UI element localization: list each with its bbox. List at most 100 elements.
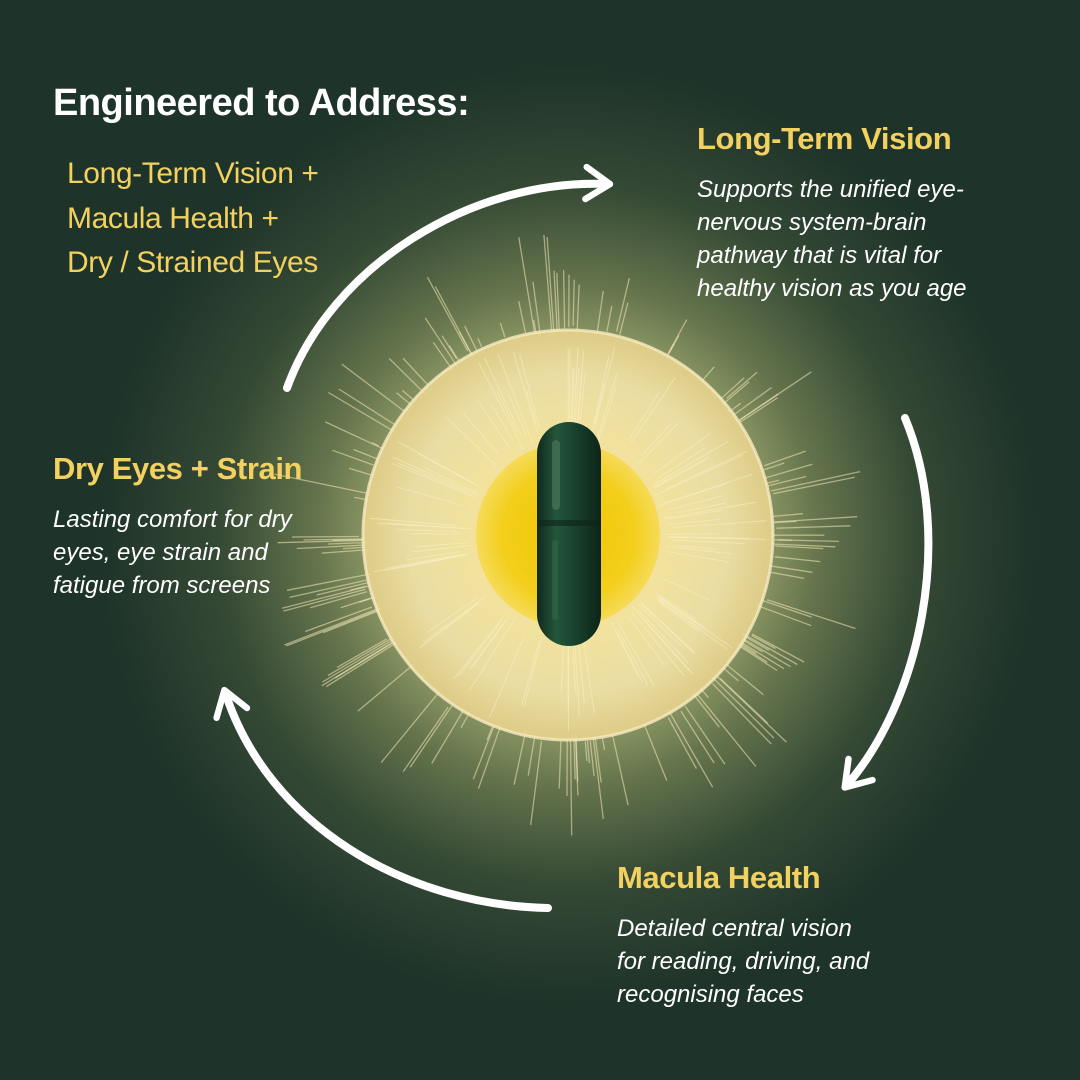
iris-fibre (665, 550, 730, 563)
iris-ray (763, 463, 813, 480)
iris-ray (774, 556, 821, 563)
iris-fibre (597, 372, 618, 438)
iris-fibre (454, 615, 505, 679)
iris-ray (739, 397, 778, 423)
iris-fibre (443, 414, 497, 466)
iris-ray (726, 664, 764, 696)
iris-ray (338, 388, 397, 427)
iris-ray (771, 513, 804, 518)
iris-ray (340, 596, 374, 609)
iris-ray (342, 546, 363, 550)
iris-ray (518, 237, 536, 333)
iris-ray (760, 599, 812, 618)
iris-fibre (628, 616, 666, 666)
iris-fibre (424, 467, 477, 493)
iris-ray (296, 544, 367, 550)
capsule-icon (537, 422, 601, 646)
iris-ray (396, 392, 412, 406)
iris-fibre (593, 346, 616, 430)
iris-ray (767, 475, 807, 487)
iris-fibre (412, 544, 473, 553)
benefit-title: Macula Health (617, 860, 821, 895)
iris-ray (562, 270, 566, 329)
benefit-dry-eyes: Dry Eyes + Strain Lasting comfort for dr… (53, 451, 373, 602)
iris-ray (701, 366, 715, 382)
iris-ray (424, 317, 459, 368)
iris-ray (712, 683, 772, 745)
iris-ray (426, 276, 469, 352)
iris-fibre (512, 352, 539, 434)
iris-fibre (641, 424, 671, 456)
iris-fibre (573, 346, 579, 429)
iris-ray (763, 462, 785, 471)
focus-area-item: Long-Term Vision + (67, 157, 319, 190)
iris-ray (434, 286, 473, 356)
iris-fibre (657, 597, 702, 631)
curved-arrow-icon (283, 163, 614, 392)
iris-ray (277, 539, 364, 544)
iris-fibre (667, 518, 721, 526)
iris-ray (328, 391, 396, 433)
iris-fibre (469, 614, 511, 670)
iris-fibre (392, 456, 479, 496)
iris-ray (380, 689, 442, 763)
iris-ray (680, 710, 715, 764)
iris-fibre (583, 640, 595, 714)
iris-ray (763, 450, 806, 467)
iris-fibre (652, 456, 709, 489)
iris-ray (348, 467, 374, 477)
iris-ray (402, 706, 449, 772)
benefit-long-term-vision: Long-Term Vision Supports the unified ey… (697, 121, 1067, 305)
iris-fibre (668, 495, 723, 510)
iris-ray (572, 279, 575, 326)
iris-fibre (628, 391, 660, 440)
iris-fibre (663, 533, 720, 535)
iris-ray (766, 599, 856, 630)
iris-ray (286, 573, 371, 591)
iris-fibre (617, 622, 655, 687)
iris-ray (371, 442, 380, 447)
iris-ray (776, 525, 851, 529)
iris-ray (327, 541, 368, 545)
iris-ray (775, 545, 824, 550)
iris-ray (322, 639, 394, 683)
iris-fibre (641, 603, 694, 653)
iris-fibre (672, 520, 767, 528)
iris-ray (441, 335, 458, 359)
benefit-description: Supports the unified eye- nervous system… (697, 176, 967, 302)
iris-ray (310, 590, 368, 609)
iris-ray (321, 549, 368, 554)
iris-ray (472, 723, 496, 780)
page-title: Engineered to Address: (53, 82, 470, 124)
iris-ray (739, 371, 812, 421)
iris-ray (409, 701, 455, 768)
iris-fibre (391, 462, 475, 498)
iris-fibre (373, 553, 469, 573)
iris-ray (751, 633, 805, 663)
iris-ray (596, 290, 604, 334)
iris-ray (304, 606, 373, 633)
iris-ray (719, 677, 769, 724)
iris-rays (274, 234, 861, 836)
iris-fibre (397, 529, 458, 532)
iris-ray (402, 389, 414, 401)
iris-ray (332, 449, 374, 466)
iris-ray (769, 571, 805, 580)
iris-fibres (370, 346, 767, 732)
iris-fibre (519, 354, 541, 429)
iris-fibre (631, 612, 685, 676)
iris-ray (584, 741, 588, 762)
iris-ray (576, 284, 580, 335)
iris-ray (575, 735, 579, 782)
iris-fibre (658, 601, 698, 632)
iris-fibre (463, 413, 498, 454)
iris-ray (353, 448, 378, 460)
iris-fibre (423, 594, 488, 643)
iris-fibre (678, 545, 719, 550)
iris-ray (499, 322, 506, 338)
iris-ray (606, 305, 613, 332)
iris-ray (283, 588, 366, 612)
iris-ray (513, 730, 527, 785)
iris-fibre (661, 577, 710, 601)
